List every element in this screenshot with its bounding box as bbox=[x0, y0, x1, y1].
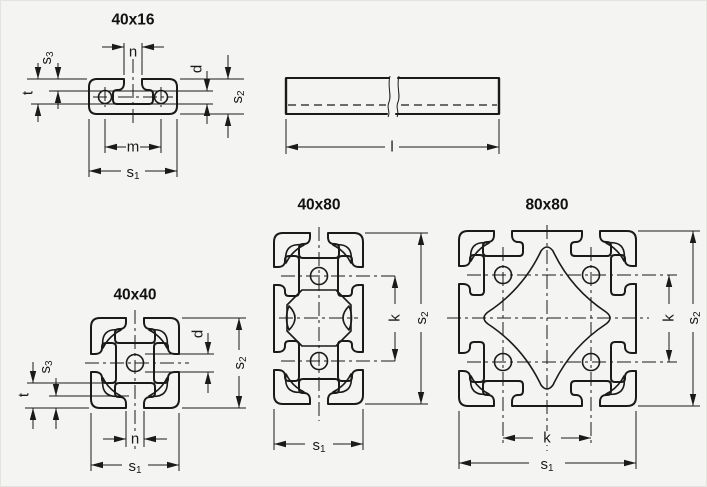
label-mask bbox=[539, 431, 555, 445]
cavity-pocket bbox=[605, 241, 626, 262]
cavity-pocket bbox=[284, 373, 305, 394]
profile-40x80-title: 40x80 bbox=[297, 197, 340, 214]
profile-40x40-view: 40x40 d s2 s3 t bbox=[16, 287, 249, 476]
core-bore bbox=[493, 265, 513, 285]
dim-label-t: t bbox=[16, 392, 33, 397]
central-cavity bbox=[483, 246, 611, 390]
break-line bbox=[396, 75, 400, 118]
profile-40x80-view: 40x80 k s2 s1 bbox=[273, 197, 431, 455]
profile-40x16-outline bbox=[88, 78, 178, 115]
dim-label-s2: s2 bbox=[413, 311, 431, 325]
cavity-pocket bbox=[148, 377, 169, 398]
cavity-pocket bbox=[469, 241, 490, 262]
dim-label-s2: s2 bbox=[231, 356, 249, 370]
profile-bar-view: l bbox=[284, 75, 501, 156]
cavity-pocket bbox=[332, 373, 353, 394]
dim-label-n: n bbox=[129, 44, 137, 61]
dim-label-s2: s2 bbox=[229, 90, 247, 104]
core-bore bbox=[581, 265, 601, 285]
profile-40x16-view: 40x16 bbox=[20, 12, 247, 182]
cavity-pocket bbox=[284, 243, 305, 264]
core-bore bbox=[309, 351, 329, 371]
cavity-pocket bbox=[101, 328, 122, 349]
dim-label-d: d bbox=[190, 330, 207, 338]
cavity-pocket bbox=[285, 305, 296, 331]
core-bore bbox=[493, 352, 513, 372]
cavity-pocket bbox=[605, 375, 626, 396]
profile-40x80-outline bbox=[273, 232, 364, 405]
profile-40x40-title: 40x40 bbox=[113, 287, 156, 304]
profile-40x16-title: 40x16 bbox=[111, 12, 154, 29]
core-bore bbox=[309, 266, 329, 286]
cavity-pocket bbox=[101, 377, 122, 398]
dim-label-n: n bbox=[131, 431, 139, 448]
dim-label-d: d bbox=[189, 65, 206, 73]
label-mask bbox=[128, 432, 142, 446]
mounting-hole bbox=[97, 89, 113, 105]
dim-label-t: t bbox=[20, 90, 37, 95]
profile-80x80-title: 80x80 bbox=[525, 197, 568, 214]
profile-80x80-view: 80x80 k s2 k s1 bbox=[447, 197, 703, 474]
mounting-hole bbox=[153, 89, 169, 105]
cavity-pocket bbox=[332, 243, 353, 264]
cavity-pocket bbox=[469, 375, 490, 396]
dim-label-m: m bbox=[127, 139, 140, 156]
dim-label-k: k bbox=[543, 430, 551, 447]
center-bore bbox=[125, 353, 145, 373]
dim-label-s1: s1 bbox=[312, 437, 326, 455]
core-bore bbox=[581, 352, 601, 372]
dim-label-l: l bbox=[390, 139, 393, 156]
dim-label-s3: s3 bbox=[37, 360, 55, 374]
dim-label-s1: s1 bbox=[126, 164, 140, 182]
dim-label-s1: s1 bbox=[128, 458, 142, 476]
cavity-pocket bbox=[148, 328, 169, 349]
profile-80x80-outline bbox=[458, 230, 637, 407]
dim-label-s2: s2 bbox=[685, 311, 703, 325]
dim-label-s3: s3 bbox=[38, 51, 56, 65]
dim-label-k: k bbox=[661, 314, 678, 322]
break-line bbox=[387, 75, 391, 118]
dim-label-s1: s1 bbox=[540, 456, 554, 474]
dim-label-k: k bbox=[387, 314, 404, 322]
cavity-pocket bbox=[342, 305, 353, 331]
